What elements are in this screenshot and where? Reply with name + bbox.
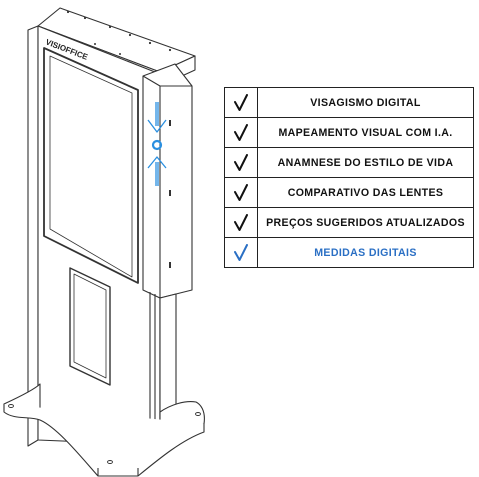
- feature-row: PREÇOS SUGERIDOS ATUALIZADOS: [224, 207, 474, 238]
- side-column: [142, 63, 193, 447]
- screen: [43, 47, 139, 284]
- features-table: VISAGISMO DIGITAL MAPEAMENTO VISUAL COM …: [224, 87, 474, 268]
- feature-label: ANAMNESE DO ESTILO DE VIDA: [257, 147, 474, 178]
- check-icon: [234, 183, 248, 201]
- base-stand: [3, 383, 205, 477]
- arrow-down-icon: [147, 102, 167, 133]
- check-cell: [224, 147, 258, 178]
- check-icon: [234, 243, 248, 261]
- feature-row-highlight: MEDIDAS DIGITAIS: [224, 237, 474, 268]
- check-cell: [224, 207, 258, 238]
- check-cell: [224, 117, 258, 148]
- check-icon: [234, 153, 248, 171]
- feature-label: PREÇOS SUGERIDOS ATUALIZADOS: [257, 207, 474, 238]
- feature-label: MEDIDAS DIGITAIS: [257, 237, 474, 268]
- check-cell: [224, 87, 258, 118]
- feature-row: MAPEAMENTO VISUAL COM I.A.: [224, 117, 474, 148]
- check-cell: [224, 177, 258, 208]
- feature-label: COMPARATIVO DAS LENTES: [257, 177, 474, 208]
- feature-row: COMPARATIVO DAS LENTES: [224, 177, 474, 208]
- feature-label: VISAGISMO DIGITAL: [257, 87, 474, 118]
- arrow-up-icon: [147, 156, 167, 186]
- check-icon: [234, 123, 248, 141]
- camera-icon: [151, 139, 163, 151]
- device-slot: [69, 267, 111, 386]
- check-cell: [224, 237, 258, 268]
- kiosk-illustration: VISIOFFICE: [3, 7, 205, 477]
- check-icon: [234, 213, 248, 231]
- feature-label: MAPEAMENTO VISUAL COM I.A.: [257, 117, 474, 148]
- feature-row: ANAMNESE DO ESTILO DE VIDA: [224, 147, 474, 178]
- feature-row: VISAGISMO DIGITAL: [224, 87, 474, 118]
- check-icon: [234, 93, 248, 111]
